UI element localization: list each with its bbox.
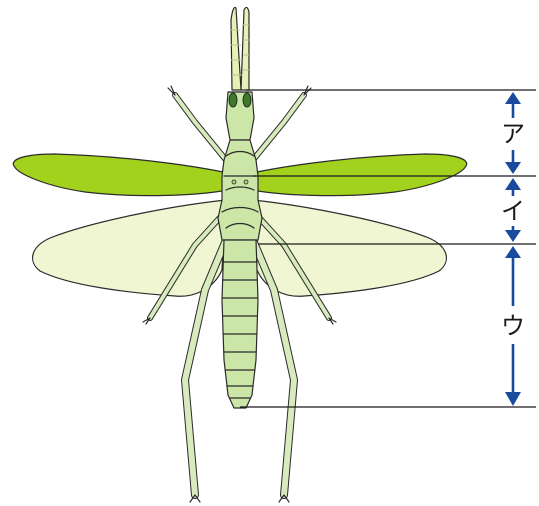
antennae	[231, 7, 249, 90]
left-fore-wing	[13, 154, 228, 196]
label-head: ア	[501, 120, 525, 148]
left-antenna	[231, 8, 241, 91]
insect-body	[218, 92, 262, 408]
arrow-down-icon	[505, 162, 521, 174]
left-hind-wing	[33, 200, 226, 296]
compound-eye-right	[243, 93, 251, 107]
right-antenna	[241, 7, 249, 90]
label-abdomen: ウ	[501, 312, 525, 340]
right-fore-wing	[252, 154, 467, 196]
arrow-down-icon	[505, 392, 521, 406]
compound-eye-left	[229, 93, 237, 107]
abdomen	[222, 240, 258, 408]
right-hind-wing	[253, 200, 446, 296]
arrow-down-icon	[505, 230, 521, 242]
arrow-up-icon	[505, 92, 521, 104]
label-thorax: イ	[501, 197, 525, 225]
